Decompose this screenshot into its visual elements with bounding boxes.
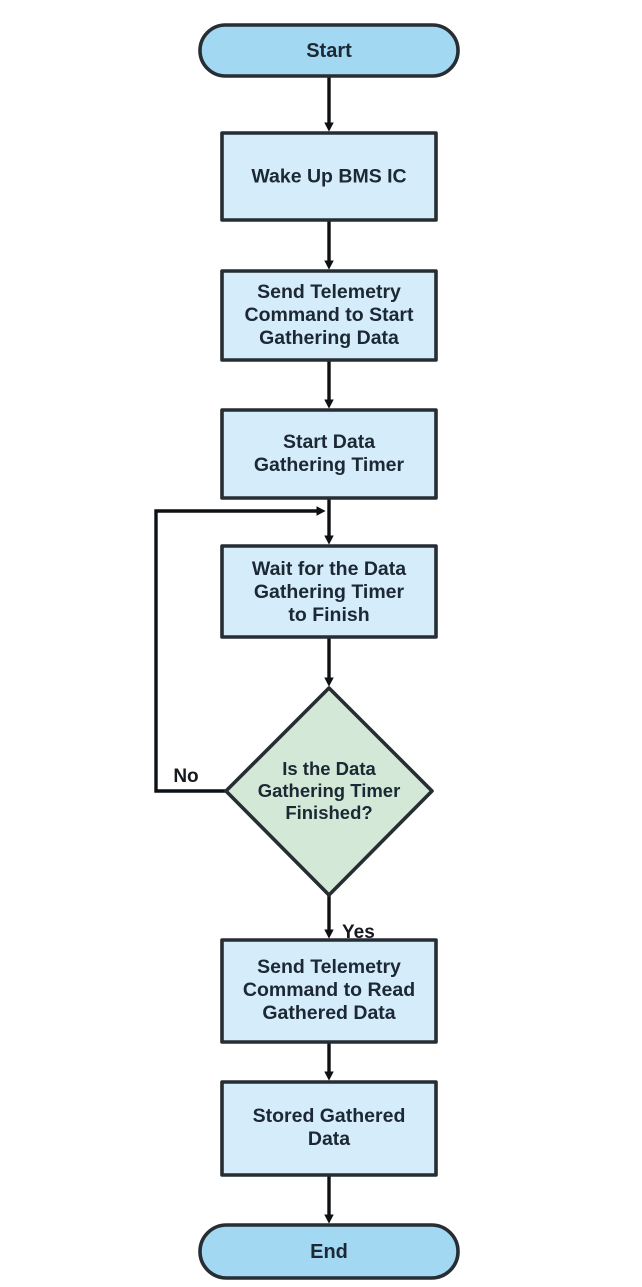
edge-label-no: No (173, 766, 198, 787)
connectors (154, 76, 334, 1224)
wait-for-timer-line-2: Gathering Timer (254, 581, 405, 603)
edge-decision-no-loopback (154, 506, 326, 793)
node-end[interactable]: End (198, 1223, 460, 1280)
send-telemetry-read-line-2: Command to Read (243, 979, 415, 1001)
start-data-gathering-timer-box-shape (220, 408, 438, 500)
timer-finished-decision-line-3: Finished? (285, 802, 372, 823)
end-terminal-label: End (310, 1241, 348, 1263)
timer-finished-decision-diamond-shape (224, 686, 434, 897)
stored-gathered-data-line-1: Stored Gathered (253, 1105, 406, 1127)
wake-up-bms-ic-line-1: Wake Up BMS IC (251, 166, 406, 188)
node-wake-up-bms-ic[interactable]: Wake Up BMS IC (220, 131, 438, 222)
stored-gathered-data-line-2: Data (308, 1128, 350, 1150)
wake-up-bms-ic-box-shape (220, 131, 438, 222)
start-data-gathering-timer-line-1: Start Data (283, 431, 375, 453)
node-start-data-gathering-timer[interactable]: Start Data Gathering Timer (220, 408, 438, 500)
start-terminal-label: Start (306, 40, 352, 62)
node-wait-for-timer[interactable]: Wait for the Data Gathering Timer to Fin… (220, 544, 438, 639)
node-send-telemetry-read[interactable]: Send Telemetry Command to Read Gathered … (220, 938, 438, 1044)
send-telemetry-start-line-3: Gathering Data (259, 327, 399, 349)
send-telemetry-read-line-3: Gathered Data (262, 1002, 395, 1024)
node-timer-finished-decision[interactable]: Is the Data Gathering Timer Finished? (224, 686, 434, 897)
send-telemetry-read-box-shape (220, 938, 438, 1044)
wait-for-timer-box-shape (220, 544, 438, 639)
node-send-telemetry-start[interactable]: Send Telemetry Command to Start Gatherin… (220, 269, 438, 362)
wait-for-timer-line-1: Wait for the Data (252, 558, 406, 580)
node-stored-gathered-data[interactable]: Stored Gathered Data (220, 1080, 438, 1177)
send-telemetry-read-line-1: Send Telemetry (257, 956, 401, 978)
send-telemetry-start-line-1: Send Telemetry (257, 281, 401, 303)
send-telemetry-start-box-shape (220, 269, 438, 362)
edge-label-yes: Yes (342, 922, 375, 943)
wait-for-timer-line-3: to Finish (288, 604, 369, 626)
end-terminal-shape (198, 1223, 460, 1280)
start-data-gathering-timer-line-2: Gathering Timer (254, 454, 405, 476)
timer-finished-decision-line-2: Gathering Timer (258, 780, 401, 801)
node-start[interactable]: Start (198, 23, 460, 78)
stored-gathered-data-box-shape (220, 1080, 438, 1177)
timer-finished-decision-line-1: Is the Data (282, 758, 376, 779)
send-telemetry-start-line-2: Command to Start (244, 304, 414, 326)
start-terminal-shape (198, 23, 460, 78)
